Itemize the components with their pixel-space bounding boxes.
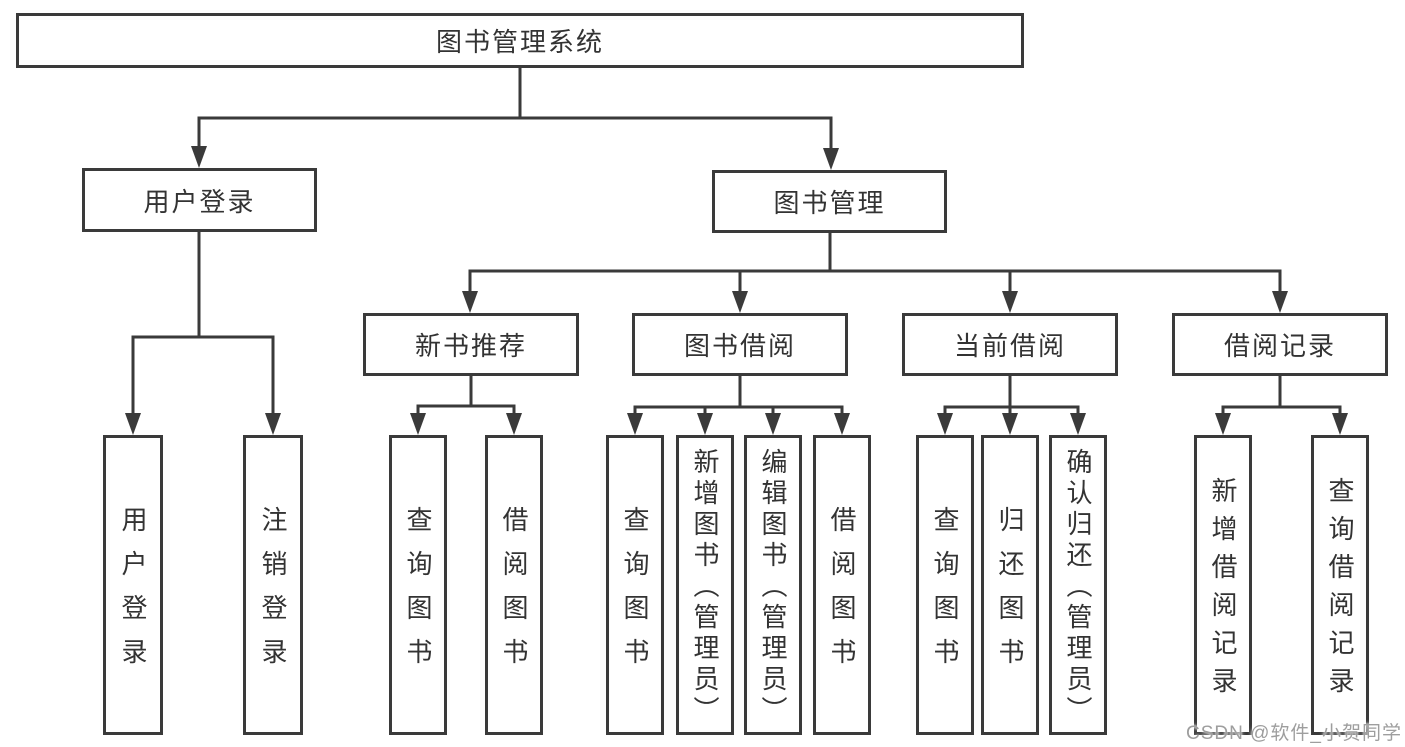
node-root-label: 图书管理系统 (435, 27, 604, 57)
leaf-confirm-return-admin-label: 确认归还（管理员） (1063, 448, 1093, 727)
leaf-recommend-borrow-book-label: 借阅图书 (499, 506, 529, 682)
leaf-recommend-query-book: 查询图书 (389, 435, 447, 735)
leaf-borrow-query-book-label: 查询图书 (620, 506, 650, 682)
leaf-edit-book-admin-label: 编辑图书（管理员） (758, 448, 788, 727)
leaf-logout: 注销登录 (243, 435, 303, 735)
node-borrow-records-label: 借阅记录 (1223, 331, 1336, 361)
leaf-confirm-return-admin: 确认归还（管理员） (1049, 435, 1107, 735)
leaf-add-book-admin-label: 新增图书（管理员） (690, 448, 720, 727)
leaf-current-query-book: 查询图书 (916, 435, 974, 735)
node-user-login-label: 用户登录 (143, 186, 256, 217)
leaf-recommend-query-book-label: 查询图书 (403, 506, 433, 682)
node-book-borrow: 图书借阅 (632, 313, 848, 376)
leaf-logout-label: 注销登录 (258, 506, 288, 682)
node-current-borrow-label: 当前借阅 (953, 331, 1066, 361)
leaf-current-query-book-label: 查询图书 (930, 506, 960, 682)
leaf-add-book-admin: 新增图书（管理员） (676, 435, 734, 735)
leaf-add-borrow-record: 新增借阅记录 (1194, 435, 1252, 735)
node-root-system: 图书管理系统 (16, 13, 1024, 68)
leaf-recommend-borrow-book: 借阅图书 (485, 435, 543, 735)
node-book-management: 图书管理 (712, 170, 947, 233)
leaf-borrow-query-book: 查询图书 (606, 435, 664, 735)
arrowheads (125, 146, 1348, 435)
node-current-borrow: 当前借阅 (902, 313, 1118, 376)
leaf-query-borrow-record-label: 查询借阅记录 (1325, 477, 1355, 705)
leaf-user-login-label: 用户登录 (118, 506, 148, 682)
leaf-user-login: 用户登录 (103, 435, 163, 735)
leaf-edit-book-admin: 编辑图书（管理员） (744, 435, 802, 735)
leaf-borrow-book: 借阅图书 (813, 435, 871, 735)
node-new-book-recommend-label: 新书推荐 (414, 331, 527, 361)
node-new-book-recommend: 新书推荐 (363, 313, 579, 376)
node-user-login: 用户登录 (82, 168, 317, 232)
csdn-watermark: CSDN @软件_小贺同学 (1186, 723, 1402, 744)
leaf-query-borrow-record: 查询借阅记录 (1311, 435, 1369, 735)
node-book-management-label: 图书管理 (773, 188, 886, 218)
leaf-borrow-book-label: 借阅图书 (827, 506, 857, 682)
leaf-return-book: 归还图书 (981, 435, 1039, 735)
node-borrow-records: 借阅记录 (1172, 313, 1388, 376)
leaf-add-borrow-record-label: 新增借阅记录 (1208, 477, 1238, 705)
node-book-borrow-label: 图书借阅 (683, 331, 796, 361)
leaf-return-book-label: 归还图书 (995, 506, 1025, 682)
